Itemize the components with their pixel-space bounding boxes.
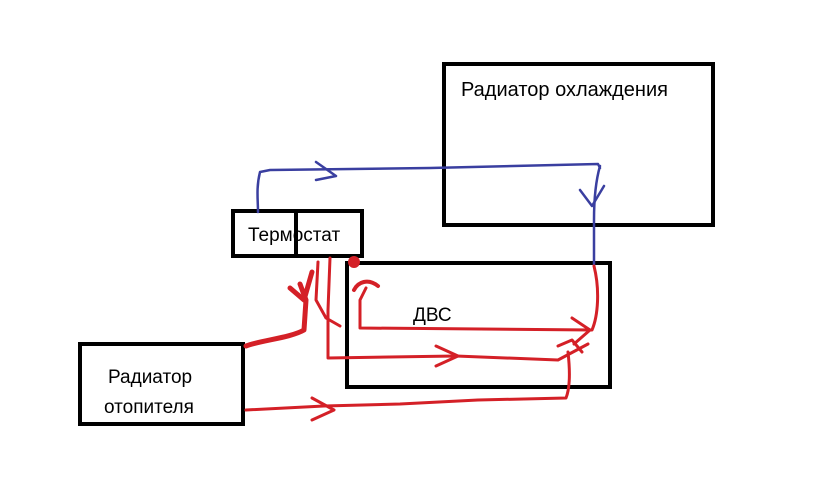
hot-dot-junction bbox=[348, 256, 360, 268]
heater-radiator-label-line2: отопителя bbox=[104, 397, 194, 418]
cold-line-radiator-down bbox=[592, 164, 602, 268]
cold-line-thermostat-to-radiator bbox=[256, 162, 602, 214]
hot-line-engine-outlet bbox=[358, 264, 600, 332]
hot-arrow-heater-return bbox=[310, 396, 336, 422]
cold-circuit bbox=[256, 160, 606, 268]
hot-mark-engine-inlet bbox=[352, 279, 380, 292]
engine-label: ДВС bbox=[413, 305, 452, 326]
hot-line-heater-return bbox=[244, 350, 571, 412]
thermostat-box-right bbox=[294, 209, 364, 258]
engine-box bbox=[345, 261, 612, 389]
hot-line-thermostat-bypass bbox=[314, 260, 342, 328]
hot-line-to-heater bbox=[243, 281, 309, 349]
cold-arrow-down bbox=[578, 184, 606, 208]
hot-arrow-engine-mid bbox=[434, 344, 460, 368]
hot-arrow-engine-inner bbox=[570, 316, 592, 346]
heater-radiator-box bbox=[78, 342, 245, 426]
hot-arrow-engine-right bbox=[556, 338, 584, 354]
thermostat-label: Термостат bbox=[248, 225, 341, 246]
cooling-radiator-box bbox=[442, 62, 715, 227]
hot-line-thermostat-down bbox=[326, 256, 590, 362]
hot-circuit bbox=[243, 256, 600, 422]
heater-radiator-label-line1: Радиатор bbox=[108, 367, 193, 388]
cooling-radiator-label: Радиатор охлаждения bbox=[461, 79, 668, 101]
cold-arrow-top bbox=[314, 160, 338, 182]
hot-arrow-heater-up bbox=[287, 269, 315, 303]
